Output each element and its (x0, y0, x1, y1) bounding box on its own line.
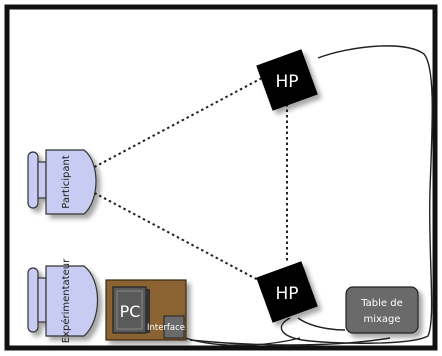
mixer (345, 286, 419, 334)
interface-label: Interface (147, 323, 185, 333)
sound-paths (69, 77, 288, 283)
mixer-label-line1: Table de (360, 298, 403, 309)
speaker-top-label: HP (275, 72, 298, 92)
participant-backrest (37, 161, 47, 199)
participant-chair (27, 149, 97, 215)
cable-hp-top (280, 45, 433, 344)
speaker-bottom-label: HP (275, 284, 298, 304)
participant-label: Participant (61, 155, 72, 209)
experimenter-armrest (27, 267, 39, 333)
pc-label: PC (120, 302, 141, 321)
experimenter-seat (45, 265, 99, 337)
cable-hp-bottom-mixer (297, 317, 346, 331)
speaker-top (256, 49, 318, 111)
pc (112, 286, 150, 334)
experimenter-backrest (37, 277, 47, 323)
cable-mixer-desk (189, 337, 391, 346)
interface-box (163, 315, 185, 339)
experimenter-chair (27, 265, 99, 337)
experimenter-label: Expérimentateur (60, 258, 72, 343)
speaker-bottom (256, 261, 318, 323)
participant-armrest (27, 151, 39, 209)
cables (179, 45, 433, 346)
cable-interface (179, 335, 301, 346)
mixer-label-line2: mixage (363, 314, 400, 325)
participant-seat (45, 149, 97, 215)
